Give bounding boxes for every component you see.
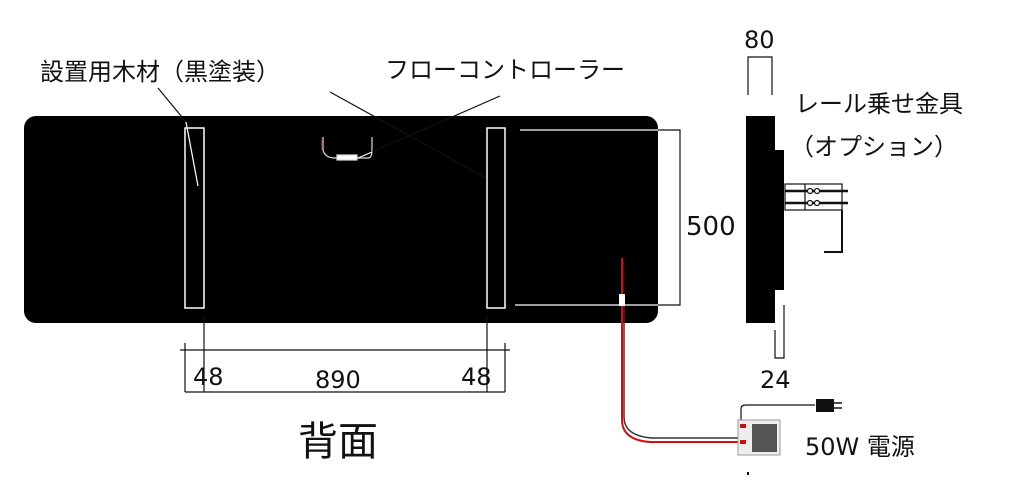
dim-step: 24	[760, 366, 791, 394]
panel-side	[746, 116, 784, 323]
rail-bracket	[784, 183, 848, 253]
step-dimension	[774, 305, 785, 359]
leader-lines-inner	[185, 121, 373, 187]
power-supply	[737, 399, 842, 475]
batten-label: 設置用木材（黒塗装）	[40, 58, 280, 86]
leader-lines	[157, 87, 501, 179]
power-cable	[621, 258, 740, 443]
width-dimensions	[180, 316, 510, 393]
flow-controller	[321, 137, 373, 161]
dim-height: 500	[686, 212, 736, 242]
power-label: 50W 電源	[805, 433, 915, 461]
dim-left-offset: 48	[193, 363, 224, 391]
dim-right-offset: 48	[461, 363, 492, 391]
batten-left	[184, 127, 205, 309]
dim-depth: 80	[744, 26, 775, 54]
controller-label: フローコントローラー	[385, 56, 625, 84]
bracket-label-line2: （オプション）	[790, 133, 958, 161]
cable-connector	[619, 294, 625, 306]
dim-span: 890	[315, 366, 361, 394]
panel-back	[24, 116, 658, 323]
batten-right	[486, 127, 506, 309]
bracket-label-line1: レール乗せ金具	[795, 90, 963, 118]
view-title: 背面	[298, 419, 378, 465]
depth-dimension	[747, 56, 773, 95]
